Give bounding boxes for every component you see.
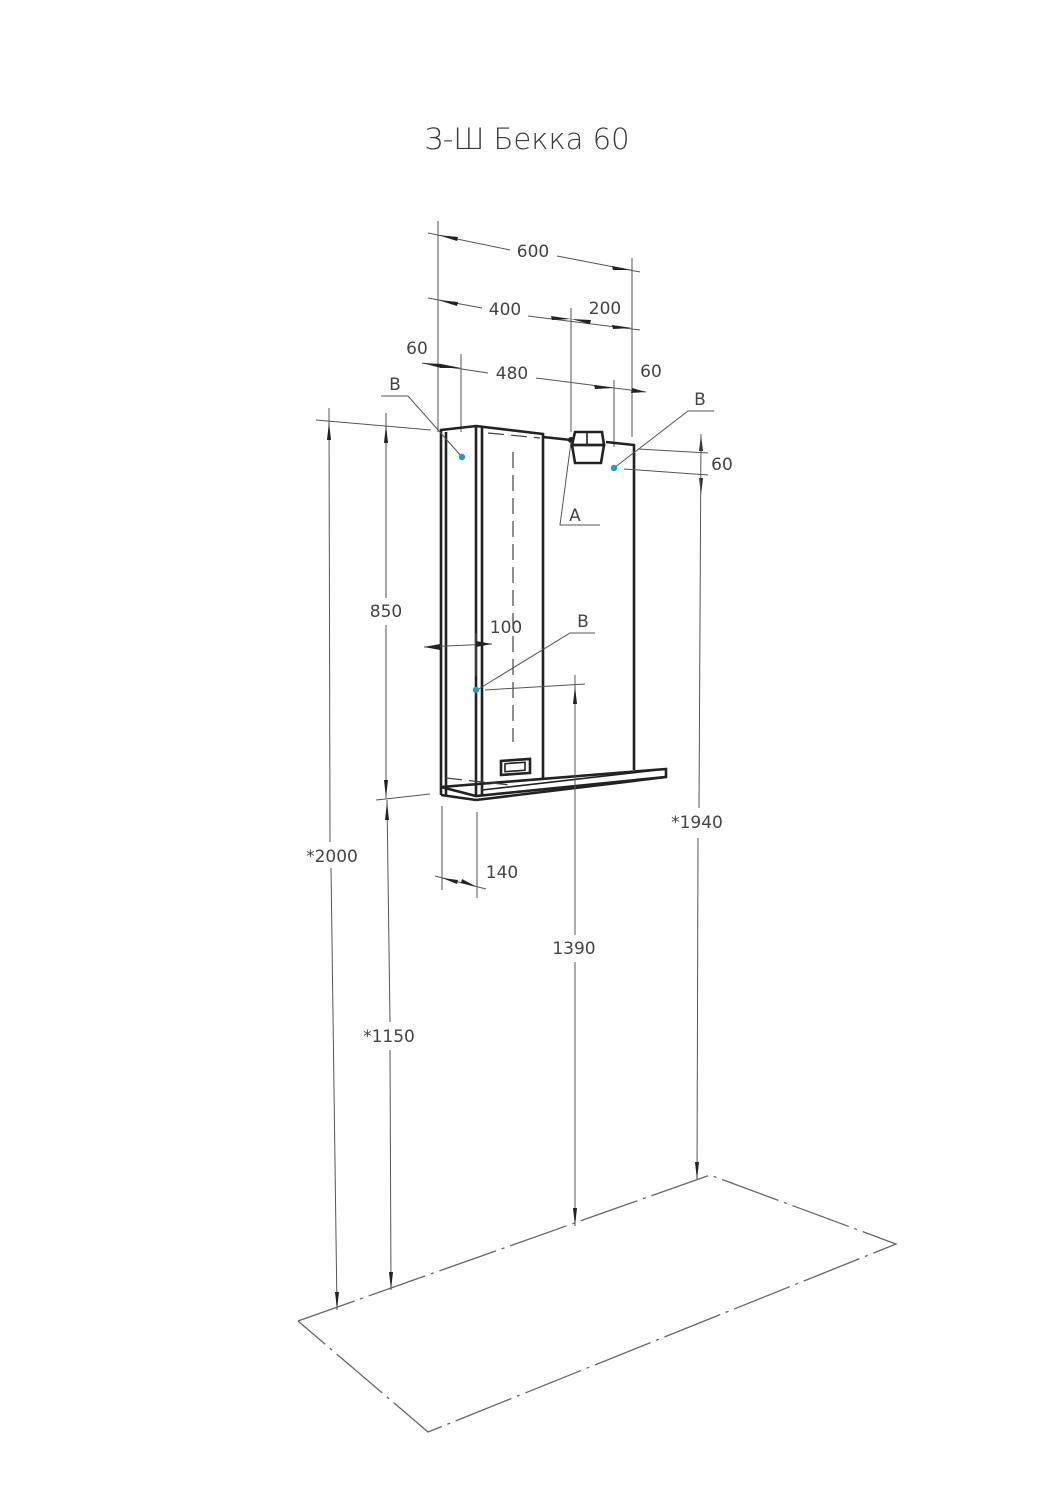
callout-b-top-left: B	[381, 375, 466, 461]
dim-total-width: 600	[517, 242, 549, 262]
mount-point-icon	[458, 453, 466, 461]
dimension-ceiling-2000: *2000	[306, 407, 432, 1311]
callout-a-label: A	[569, 506, 581, 526]
mount-point-icon	[610, 464, 618, 472]
dim-depth: 140	[486, 863, 518, 883]
dimension-bottom-1150: *1150	[363, 799, 415, 1291]
dimension-mount-1390: 1390	[484, 675, 596, 1226]
dim-lower-mount-height: 1390	[552, 939, 595, 959]
dimension-mount-1940: *1940	[671, 433, 723, 1181]
dim-left-offset: 60	[406, 339, 428, 359]
dim-cabinet-height: 850	[370, 602, 402, 622]
callout-b-label-3: B	[577, 612, 589, 632]
callout-b-lower: B	[472, 612, 595, 694]
dimension-cabinet-850: 850	[370, 413, 431, 801]
dim-top-offset: 60	[711, 455, 733, 475]
dimension-mount-480: 480 60 60	[406, 339, 662, 447]
dim-cabinet-bottom-height: *1150	[363, 1027, 415, 1047]
lamp	[568, 430, 606, 465]
dimension-depth-140: 140	[434, 806, 518, 898]
cabinet	[439, 424, 668, 802]
dim-side-offset: 100	[490, 618, 522, 638]
dim-upper-mount-height: *1940	[671, 813, 723, 833]
floor-plane	[297, 1174, 898, 1433]
callout-b-label-1: B	[389, 375, 401, 395]
dim-ceiling-height: *2000	[306, 847, 358, 867]
callout-b-top-right: B	[610, 390, 714, 472]
dimension-width-400-200: 400 200	[427, 297, 641, 432]
dim-mount-spacing: 480	[496, 364, 528, 384]
dimension-top-offset-60: 60	[623, 434, 733, 495]
callout-b-label-2: B	[694, 390, 706, 410]
drawing-title: З-Ш Бекка 60	[424, 122, 629, 156]
dimension-side-100: 100	[423, 618, 522, 676]
dim-right-offset: 60	[640, 362, 662, 382]
dimension-width-600: 600	[427, 221, 641, 437]
dim-right-width: 200	[589, 299, 621, 319]
mount-point-icon	[472, 686, 480, 694]
callout-a: A	[559, 441, 600, 526]
dim-left-width: 400	[489, 300, 521, 320]
